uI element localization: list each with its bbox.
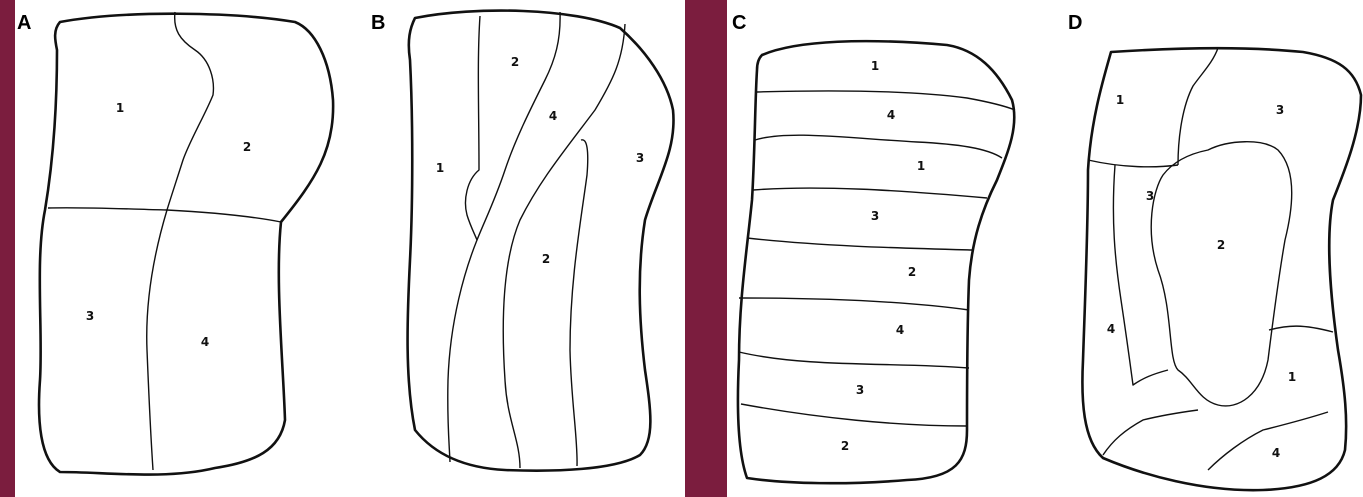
region-label: 4 — [549, 109, 557, 123]
divider-right-lower — [1269, 326, 1333, 332]
stripe-2 — [755, 135, 1002, 158]
panel-c: C 1 4 1 3 2 4 3 2 — [727, 0, 1047, 497]
figure-group-left: A 1 2 3 4 B 2 4 1 3 2 — [15, 0, 685, 497]
divider-horizontal-upper — [1088, 160, 1178, 167]
panel-b: B 2 4 1 3 2 — [355, 0, 685, 497]
figure-group-right: C 1 4 1 3 2 4 3 2 D — [727, 0, 1363, 497]
region-label: 2 — [511, 55, 519, 69]
region-label: 4 — [887, 108, 895, 122]
divider-vertical-lower — [147, 210, 167, 470]
region-label: 3 — [856, 383, 864, 397]
rock-outline — [738, 41, 1014, 483]
region-label: 1 — [1116, 93, 1124, 107]
stripe-5 — [739, 298, 969, 310]
panel-d-drawing — [1063, 0, 1363, 497]
panel-c-drawing — [727, 0, 1047, 497]
region-label: 1 — [917, 159, 925, 173]
stripe-3 — [753, 188, 987, 198]
region-label: 1 — [436, 161, 444, 175]
region-label: 1 — [1288, 370, 1296, 384]
region-label: 1 — [116, 101, 124, 115]
region-label: 3 — [1146, 189, 1154, 203]
region-label: 2 — [1217, 238, 1225, 252]
region-label: 1 — [871, 59, 879, 73]
region-label: 3 — [86, 309, 94, 323]
divider-vertical-upper — [167, 12, 213, 210]
divider-3 — [503, 24, 625, 468]
region-label: 2 — [243, 140, 251, 154]
region-label: 4 — [201, 335, 209, 349]
divider-bottom-right — [1208, 412, 1328, 470]
divider-bottom-left — [1103, 410, 1198, 455]
region-label: 2 — [542, 252, 550, 266]
panel-b-drawing — [355, 0, 685, 497]
region-label: 3 — [871, 209, 879, 223]
inner-oval — [1151, 142, 1292, 406]
stripe-7 — [741, 404, 967, 426]
region-label: 4 — [1272, 446, 1280, 460]
region-label: 3 — [1276, 103, 1284, 117]
stripe-6 — [739, 352, 969, 368]
stripe-4 — [747, 238, 972, 250]
panel-a-drawing — [15, 0, 345, 497]
region-label: 4 — [1107, 322, 1115, 336]
divider-1 — [448, 16, 480, 462]
rock-outline — [1082, 48, 1361, 490]
panel-a: A 1 2 3 4 — [15, 0, 345, 497]
divider-2 — [477, 12, 560, 240]
region-label: 2 — [841, 439, 849, 453]
region-label: 2 — [908, 265, 916, 279]
region-label: 4 — [896, 323, 904, 337]
divider-4 — [570, 140, 588, 466]
region-label: 3 — [636, 151, 644, 165]
rock-outline — [39, 14, 333, 475]
panel-d: D 1 3 3 2 4 1 4 — [1063, 0, 1363, 497]
